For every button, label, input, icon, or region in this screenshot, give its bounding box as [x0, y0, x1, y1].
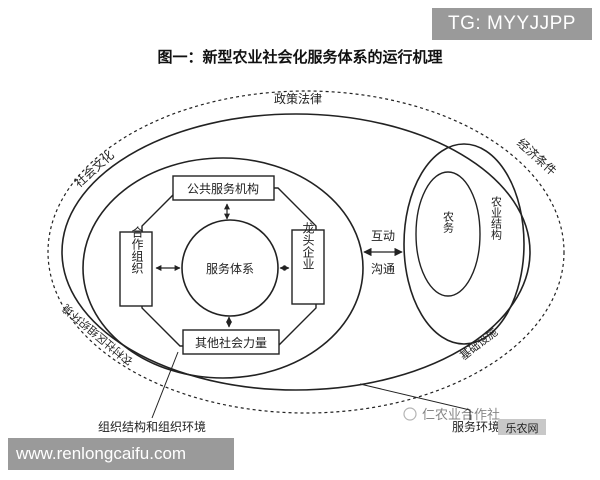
outer-environment-ellipse: [47, 90, 565, 414]
leading-enterprise-label: 龙头企业: [301, 222, 315, 270]
other-social-label: 其他社会力量: [195, 335, 267, 350]
service-system-ellipse: [82, 157, 364, 379]
policy-law-label: 政策法律: [274, 92, 322, 106]
channel-badge: TG: MYYJJPP: [432, 8, 592, 40]
farmer-outer-oval: [403, 143, 525, 345]
economic-conditions-label: 经济条件: [514, 135, 560, 178]
public-service-box: [172, 175, 275, 201]
leading-enterprise-box: [291, 229, 325, 305]
watermark-tag-bg: [498, 419, 546, 435]
communication-label: 沟通: [371, 262, 395, 276]
org-env-label: 组织结构和组织环境: [98, 419, 206, 434]
farmer-inner-oval: [415, 171, 481, 297]
service-system-circle: [181, 219, 279, 317]
other-social-box: [182, 329, 280, 355]
site-url-badge: www.renlongcaifu.com: [8, 438, 234, 470]
rural-community-label: 农村社区组织环境: [59, 301, 135, 368]
watermark-tag: 乐农网: [506, 421, 539, 435]
interaction-label: 互动: [371, 229, 395, 243]
watermark-icon: [403, 407, 417, 421]
callout-line-org: [151, 351, 179, 419]
cooperative-box: [119, 231, 153, 307]
service-env-label: 服务环境: [452, 419, 500, 434]
middle-ellipse: [61, 113, 531, 391]
public-service-label: 公共服务机构: [187, 181, 259, 196]
cooperative-label: 合作组织: [130, 225, 144, 274]
agri-structure-label: 农业结构: [490, 195, 503, 241]
service-system-label: 服务体系: [206, 261, 254, 276]
watermark: 仁农业合作社: [403, 407, 500, 423]
callout-line-service: [359, 383, 471, 420]
diagram-title: 图一：新型农业社会化服务体系的运行机理: [157, 48, 443, 66]
watermark-text: 仁农业合作社: [422, 407, 500, 423]
farmer-label: 农务: [442, 210, 455, 233]
